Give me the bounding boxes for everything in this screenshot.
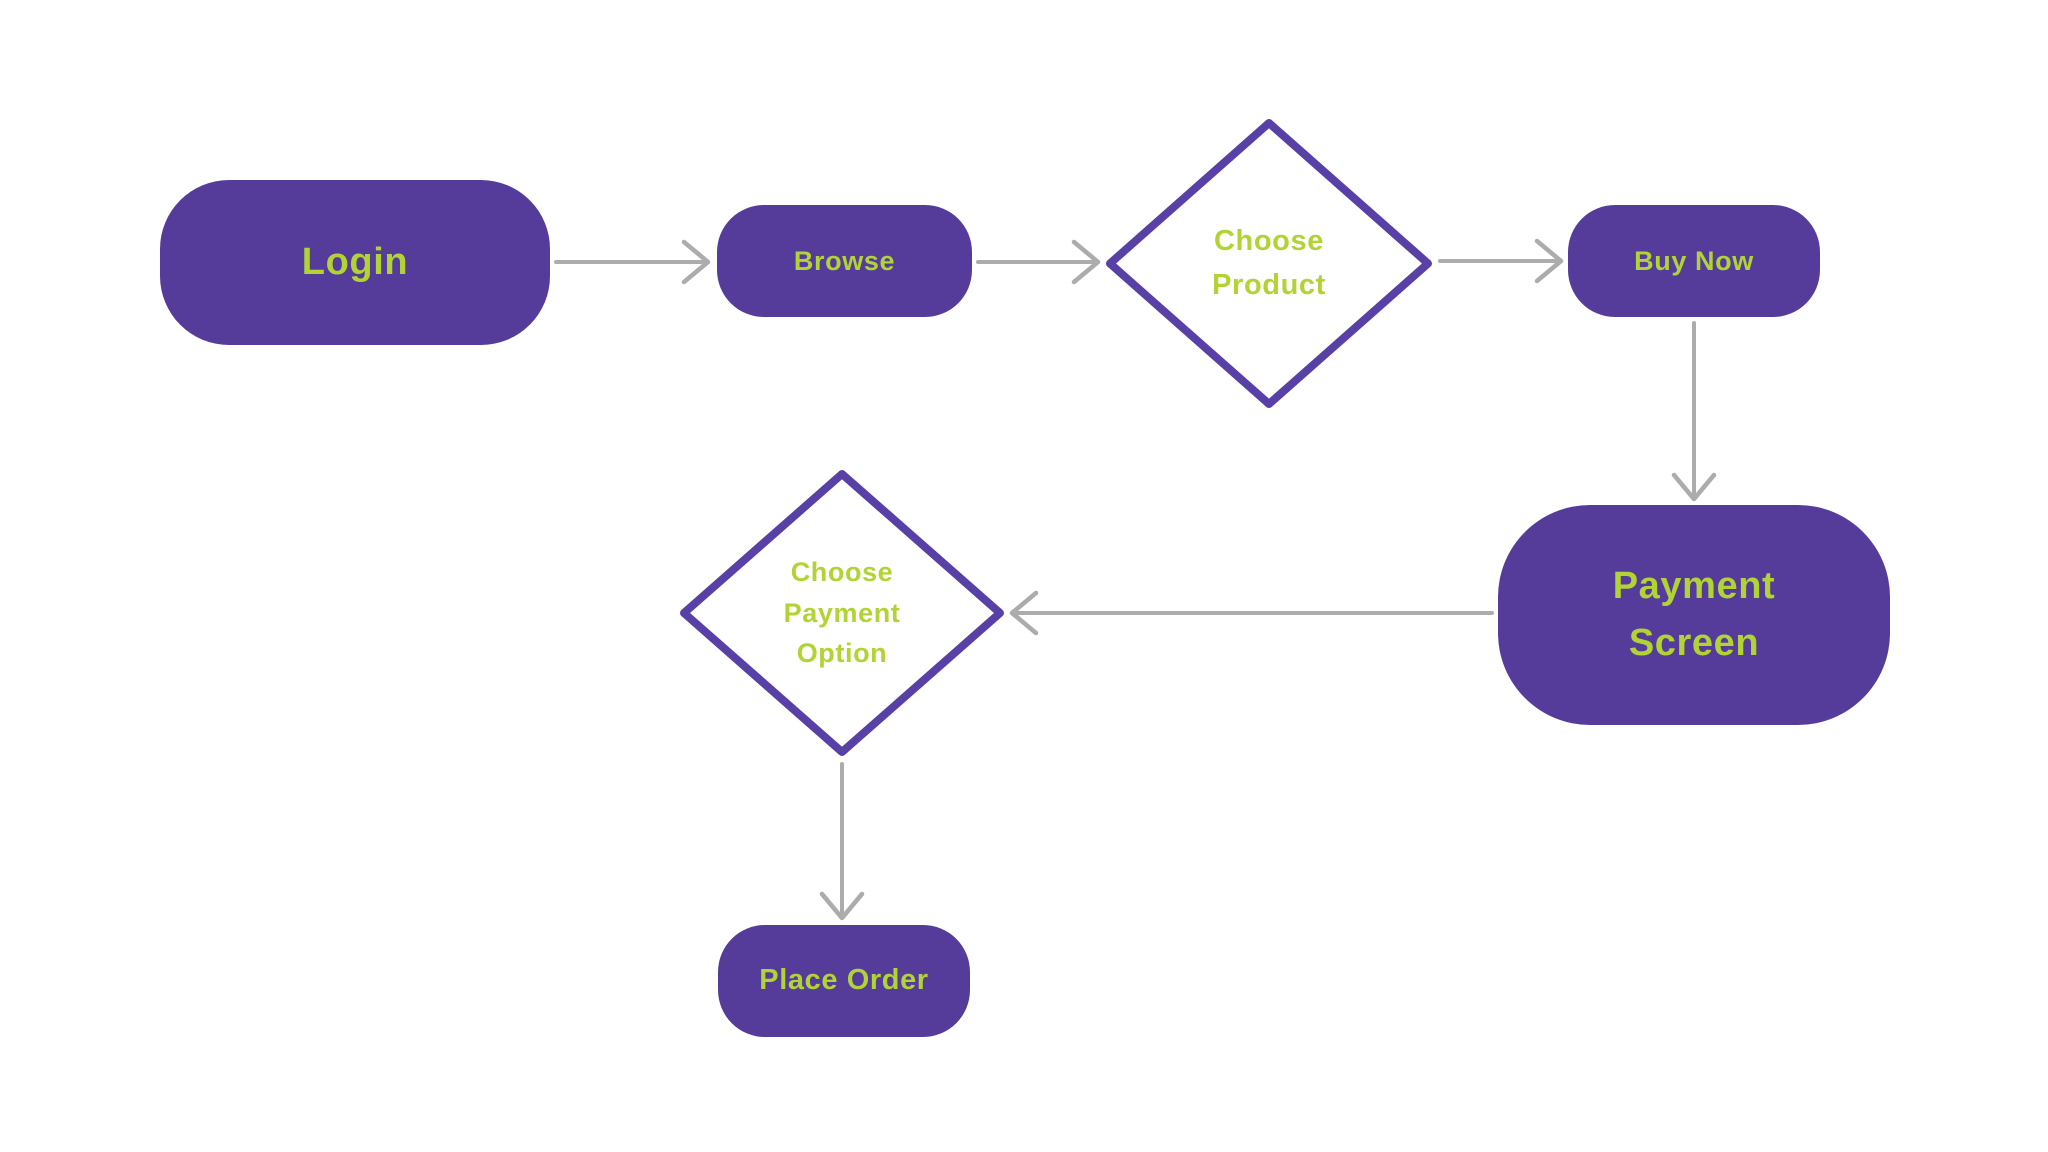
node-label-buy-now: Buy Now [1634, 245, 1754, 276]
node-label-payment-screen: Payment Screen [1612, 565, 1776, 664]
node-label-login: Login [301, 241, 409, 283]
diamond-shape-choose-product [1106, 119, 1432, 408]
node-label-choose-payment-option: Choose Payment Option [783, 557, 901, 669]
node-browse: Browse [717, 205, 972, 317]
node-place-order: Place Order [718, 925, 970, 1037]
arrow-choose-payment-option-to-place-order [819, 762, 865, 921]
arrow-choose-product-to-buy-now [1438, 238, 1564, 284]
node-label-choose-product: Choose Product [1212, 225, 1326, 301]
arrow-login-to-browse [554, 239, 711, 285]
node-choose-payment-option: Choose Payment Option [678, 468, 1006, 758]
arrow-buy-now-to-payment-screen [1671, 321, 1717, 502]
node-login: Login [160, 180, 550, 345]
node-label-place-order: Place Order [759, 964, 929, 997]
diamond-shape-choose-payment-option [680, 470, 1004, 756]
arrow-payment-screen-to-choose-payment-option [1009, 590, 1494, 636]
node-buy-now: Buy Now [1568, 205, 1820, 317]
node-label-browse: Browse [793, 245, 896, 276]
node-payment-screen: Payment Screen [1498, 505, 1890, 725]
node-choose-product: Choose Product [1104, 117, 1434, 410]
arrow-browse-to-choose-product [976, 239, 1101, 285]
